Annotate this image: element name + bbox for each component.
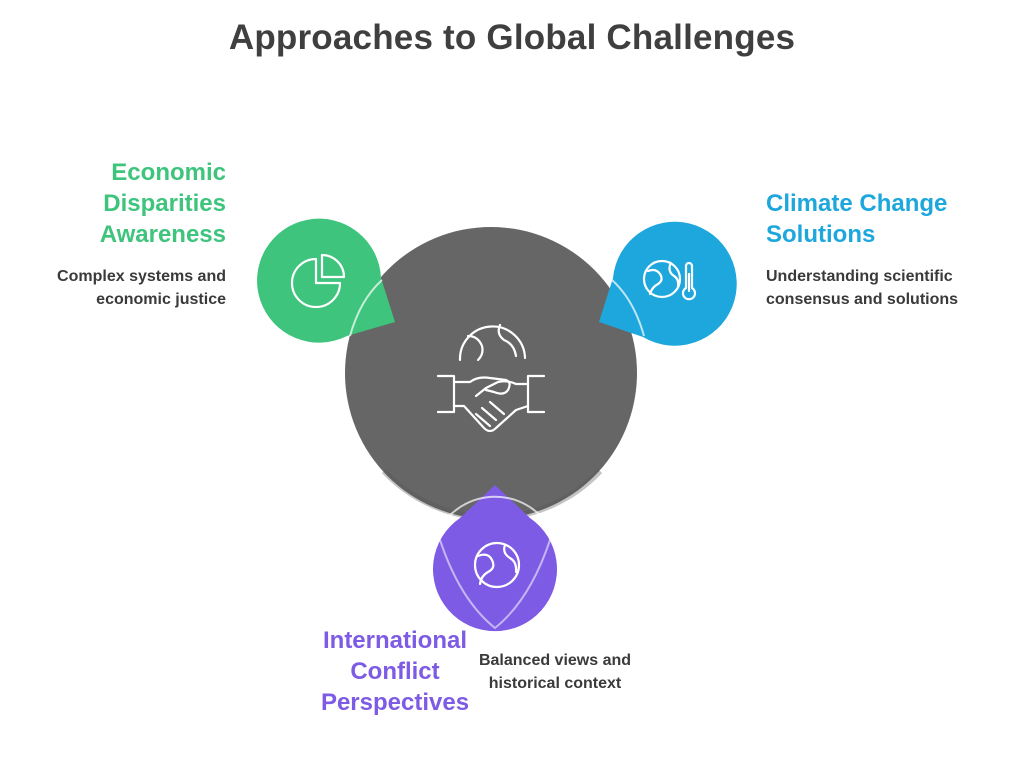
conflict-description-line-1: Balanced views and (478, 652, 632, 669)
economic-description-line-1: Complex systems and (57, 268, 226, 285)
conflict-heading-line-3: Perspectives (320, 689, 470, 716)
economic-description: Complex systems and economic justice (57, 265, 226, 311)
conflict-teardrop (432, 485, 557, 632)
conflict-connector-arc (439, 495, 551, 529)
climate-teardrop-seam (611, 279, 645, 337)
conflict-node (432, 485, 557, 632)
climate-heading: Climate Change Solutions (766, 188, 947, 250)
globe-icon (473, 541, 521, 589)
economic-heading-line-3: Awareness (99, 221, 226, 248)
conflict-heading-line-2: Conflict (350, 658, 440, 685)
conflict-heading: International Conflict Perspectives (310, 625, 480, 718)
center-circle (345, 227, 637, 519)
globe-handshake-icon (436, 323, 546, 433)
climate-heading-line-2: Solutions (766, 221, 876, 248)
pie-chart-icon (290, 253, 346, 309)
climate-description-line-2: consensus and solutions (766, 291, 959, 308)
globe-thermometer-icon (642, 259, 697, 301)
climate-description-line-1: Understanding scientific (766, 268, 953, 285)
economic-heading-line-1: Economic (111, 159, 226, 186)
economic-heading: Economic Disparities Awareness (100, 157, 226, 250)
economic-teardrop-seam (349, 279, 383, 337)
conflict-description-line-2: historical context (488, 675, 622, 692)
economic-heading-line-2: Disparities (103, 190, 226, 217)
diagram-title: Approaches to Global Challenges (228, 18, 796, 57)
conflict-teardrop-seam (439, 539, 551, 630)
climate-teardrop (599, 221, 737, 346)
economic-node (257, 218, 395, 343)
economic-teardrop (257, 218, 395, 343)
climate-heading-line-1: Climate Change (766, 190, 948, 217)
conflict-description: Balanced views and historical context (465, 649, 645, 695)
conflict-heading-line-1: International (322, 627, 467, 654)
economic-description-line-2: economic justice (96, 291, 226, 308)
climate-node (599, 221, 737, 346)
climate-description: Understanding scientific consensus and s… (766, 265, 958, 311)
